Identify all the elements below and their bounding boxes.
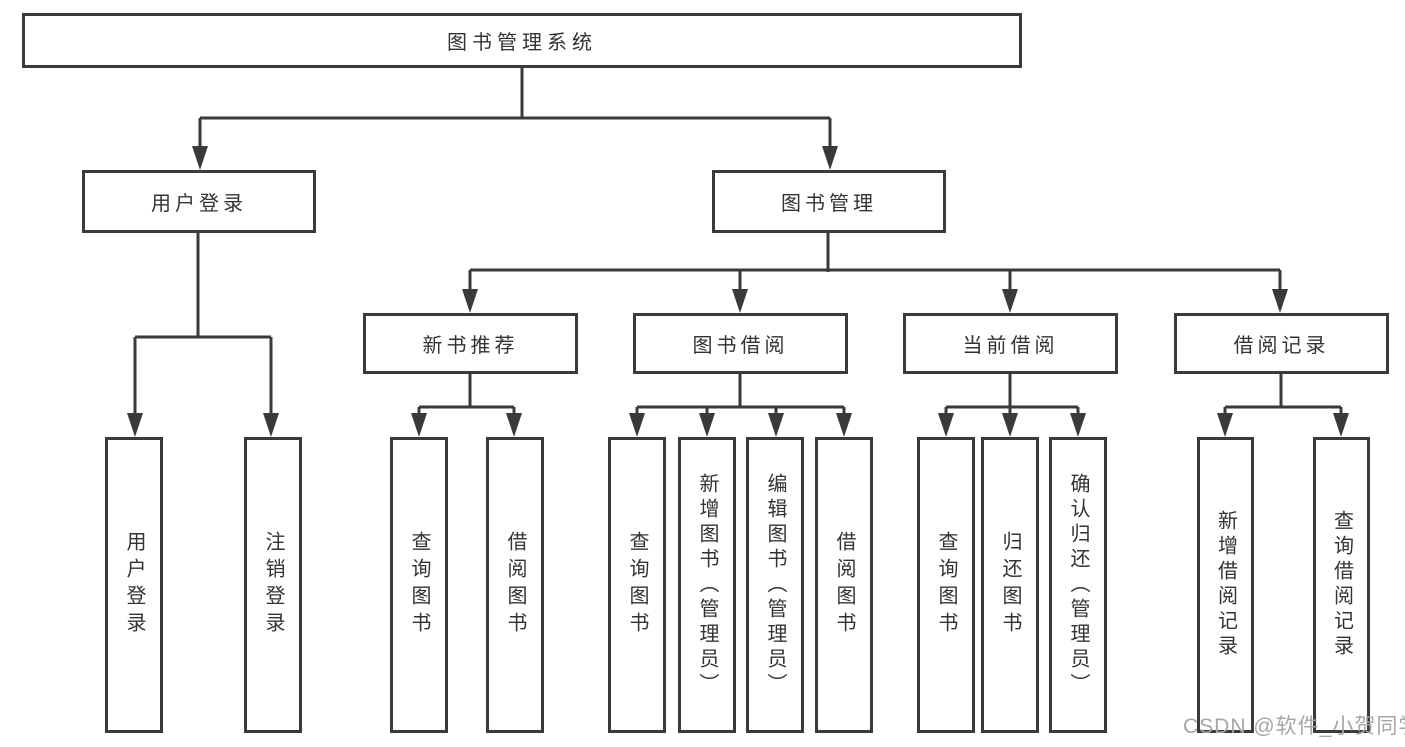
leaf-logout: 注销登录 <box>244 437 302 733</box>
leaf-confirm-return-admin: 确认归还（管理员） <box>1049 437 1107 733</box>
node-library-management-system: 图书管理系统 <box>22 13 1022 68</box>
node-new-book-recommend: 新书推荐 <box>363 313 578 374</box>
leaf-query-borrow-record: 查询借阅记录 <box>1313 437 1370 733</box>
leaf-add-book-admin: 新增图书（管理员） <box>678 437 736 733</box>
leaf-user-login: 用户登录 <box>105 437 163 733</box>
leaf-add-borrow-record: 新增借阅记录 <box>1197 437 1254 733</box>
leaf-query-books-2: 查询图书 <box>608 437 666 733</box>
leaf-borrow-books-2: 借阅图书 <box>815 437 873 733</box>
node-current-borrowing: 当前借阅 <box>903 313 1118 374</box>
leaf-query-books-1: 查询图书 <box>390 437 448 733</box>
leaf-edit-book-admin: 编辑图书（管理员） <box>746 437 804 733</box>
node-book-borrowing: 图书借阅 <box>633 313 848 374</box>
node-borrowing-records: 借阅记录 <box>1174 313 1389 374</box>
leaf-return-book: 归还图书 <box>981 437 1039 733</box>
node-book-management-module: 图书管理 <box>712 170 946 233</box>
csdn-watermark: CSDN @软件_小贺同学 <box>1183 715 1405 738</box>
node-user-login-module: 用户登录 <box>82 170 316 233</box>
leaf-borrow-books-1: 借阅图书 <box>486 437 544 733</box>
leaf-query-books-3: 查询图书 <box>917 437 975 733</box>
